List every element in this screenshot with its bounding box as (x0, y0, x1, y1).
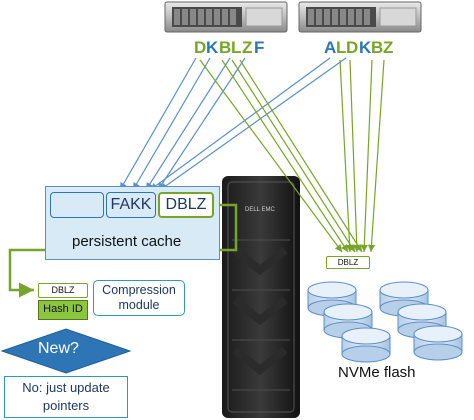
decision-diamond (0, 328, 132, 374)
hash-id-box: Hash ID (38, 300, 88, 320)
decision-label: New? (38, 340, 79, 357)
array-brand: DELL EMC (245, 207, 275, 213)
dblz-small-block: DBLZ (38, 283, 88, 298)
letter: Z (383, 38, 394, 57)
letter: F (254, 38, 265, 57)
server-left (164, 1, 288, 33)
storage-array (222, 176, 300, 418)
cache-label: persistent cache (72, 233, 182, 250)
compression-label: Compression module (102, 283, 176, 312)
letter: K (206, 38, 219, 57)
letter: D (346, 38, 359, 57)
flash-cylinders (307, 281, 463, 363)
letter: Z (242, 38, 253, 57)
result-box: No: just update pointers (4, 376, 128, 418)
letter: A (324, 38, 337, 57)
cache-slot-fakk: FAKK (106, 192, 156, 218)
cache-slot-label: DBLZ (165, 196, 207, 213)
dblz-small-label: DBLZ (51, 285, 75, 295)
compression-module: Compression module (93, 280, 185, 316)
letter: B (219, 38, 232, 57)
blue-arrows (119, 57, 347, 191)
letter: K (359, 38, 372, 57)
result-label: No: just update pointers (22, 380, 110, 413)
letter: B (371, 38, 384, 57)
hash-id-label: Hash ID (43, 303, 83, 315)
nvme-tag-label: DBLZ (337, 258, 359, 267)
cache-slot-label: FAKK (110, 196, 152, 213)
cache-slot-empty (50, 192, 104, 218)
nvme-tag: DBLZ (326, 256, 370, 269)
letter: L (231, 38, 242, 57)
letter: L (336, 38, 347, 57)
cache-slot-dblz: DBLZ (158, 192, 214, 218)
letter: D (194, 38, 207, 57)
nvme-label: NVMe flash (338, 364, 416, 381)
green-arrows (199, 59, 385, 253)
server-right (298, 1, 422, 33)
